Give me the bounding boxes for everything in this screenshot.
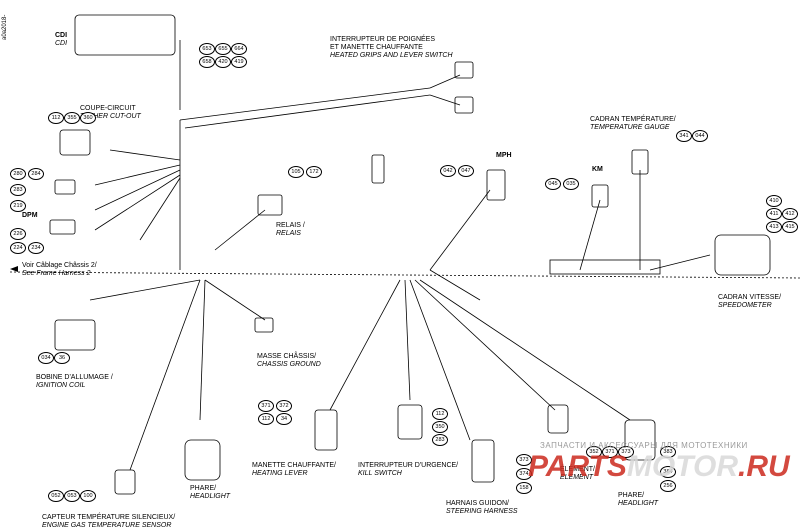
headlight-right-label: PHARE/ — [618, 492, 645, 499]
ref-bubble: 172 — [306, 166, 322, 178]
ref-bubble: 283 — [432, 434, 448, 446]
exhaust-sensor-label: CAPTEUR TEMPÉRATURE SILENCIEUX/ — [42, 514, 176, 521]
ref-bubble: 412 — [782, 208, 798, 220]
ground-label: MASSE CHÂSSIS/ — [257, 353, 317, 360]
watermark-brand-ru: .RU — [738, 450, 790, 483]
document-id: a0a2018- — [2, 14, 8, 40]
ignition-label-en: IGNITION COIL — [36, 382, 86, 389]
ref-bubble: 341 — [676, 130, 692, 142]
mph-label: MPH — [496, 152, 512, 159]
tether-label: COUPE-CIRCUIT — [80, 105, 136, 112]
ref-bubble: 372 — [276, 400, 292, 412]
ref-bubble: 234 — [28, 242, 44, 254]
manette-label-en: HEATING LEVER — [252, 470, 308, 477]
ref-bubble: 34 — [276, 413, 292, 425]
relais-label-en: RELAIS — [276, 230, 301, 237]
kill-label: INTERRUPTEUR D'URGENCE/ — [358, 462, 459, 469]
ref-bubble: 035 — [563, 178, 579, 190]
ref-bubble: 280 — [10, 168, 26, 180]
ref-bubble: 373 — [618, 446, 634, 458]
ref-bubble: 664 — [231, 43, 247, 55]
ref-bubble: 044 — [692, 130, 708, 142]
ref-bubble: 284 — [28, 168, 44, 180]
ref-bubble: 034 — [38, 352, 54, 364]
element-label-en: ELEMENT — [560, 474, 594, 481]
grips-label-en: HEATED GRIPS AND LEVER SWITCH — [330, 52, 453, 59]
ref-bubble: 224 — [10, 242, 26, 254]
ref-bubble: 373 — [516, 454, 532, 466]
ref-bubble: 283 — [10, 184, 26, 196]
speedo-label: CADRAN VITESSE/ — [718, 294, 782, 301]
steering-label: HARNAIS GUIDON/ — [446, 500, 510, 507]
ref-bubble: 371 — [258, 400, 274, 412]
headlight-right-label-en: HEADLIGHT — [618, 500, 659, 507]
temp-gauge-label-en: TEMPERATURE GAUGE — [590, 124, 670, 131]
manette-label: MANETTE CHAUFFANTE/ — [252, 462, 337, 469]
headlight-left-label: PHARE/ — [190, 485, 217, 492]
steering-label-en: STEERING HARNESS — [446, 508, 518, 515]
speedo-label-en: SPEEDOMETER — [718, 302, 772, 309]
ground-label-en: CHASSIS GROUND — [257, 361, 321, 368]
watermark-tagline: ЗАПЧАСТИ И АКСЕССУАРЫ ДЛЯ МОТОТЕХНИКИ — [540, 441, 748, 450]
ref-bubble: 415 — [782, 221, 798, 233]
grips-label-1: INTERRUPTEUR DE POIGNÉES — [330, 36, 436, 43]
element-label: ÉLÉMENT/ — [560, 466, 596, 473]
ref-bubble: 226 — [10, 228, 26, 240]
ref-bubble: 100 — [80, 490, 96, 502]
ref-bubble: 384 — [660, 466, 676, 478]
headlight-left-label-en: HEADLIGHT — [190, 493, 231, 500]
grips-label-2: ET MANETTE CHAUFFANTE — [330, 44, 423, 51]
kill-label-en: KILL SWITCH — [358, 470, 402, 477]
ref-bubble: 350 — [432, 421, 448, 433]
ref-bubble: 105 — [288, 166, 304, 178]
ref-bubble: 658 — [199, 56, 215, 68]
watermark-logo: PARTSMOTOR.RU — [528, 450, 790, 484]
frame-harness-label: Voir Câblage Châssis 2/ — [22, 262, 97, 269]
ignition-label: BOBINE D'ALLUMAGE / — [36, 374, 113, 381]
ref-bubble: 383 — [660, 446, 676, 458]
km-label: KM — [592, 166, 603, 173]
ref-bubble: 36 — [54, 352, 70, 364]
cdi-label-en: CDI — [55, 40, 68, 47]
ref-bubble: 655 — [215, 43, 231, 55]
ref-bubble: 112 — [432, 408, 448, 420]
cdi-label: CDI — [55, 32, 68, 39]
watermark-brand-motor: MOTOR — [626, 450, 739, 483]
ref-bubble: 411 — [766, 208, 782, 220]
ref-bubble: 410 — [766, 195, 782, 207]
ref-bubble: 052 — [48, 490, 64, 502]
dpm-label: DPM — [22, 212, 38, 219]
frame-harness-label-en: See Frame Harness 2 — [22, 270, 91, 277]
ref-bubble: 042 — [440, 165, 456, 177]
ref-bubble: 219 — [10, 200, 26, 212]
ref-bubble: 420 — [215, 56, 231, 68]
ref-bubble: 413 — [766, 221, 782, 233]
ref-bubble: 352 — [586, 446, 602, 458]
ref-bubble: 256 — [660, 480, 676, 492]
ref-bubble: 374 — [516, 468, 532, 480]
ref-bubble: 112 — [48, 112, 64, 124]
ref-bubble: 047 — [458, 165, 474, 177]
ref-bubble: 112 — [258, 413, 274, 425]
ref-bubble: 158 — [516, 482, 532, 494]
relais-label: RELAIS / — [276, 222, 305, 229]
temp-gauge-label: CADRAN TEMPÉRATURE/ — [590, 116, 676, 123]
tether-label-en: TETHER CUT-OUT — [80, 113, 141, 120]
ref-bubble: 371 — [602, 446, 618, 458]
ref-bubble: 355 — [64, 112, 80, 124]
watermark-brand-parts: PARTS — [528, 450, 627, 483]
ref-bubble: 419 — [231, 56, 247, 68]
exhaust-sensor-label-en: ENGINE GAS TEMPERATURE SENSOR — [42, 522, 172, 529]
ref-bubble: 053 — [64, 490, 80, 502]
ref-bubble: 360 — [80, 112, 96, 124]
ref-bubble: 653 — [199, 43, 215, 55]
ref-bubble: 045 — [545, 178, 561, 190]
